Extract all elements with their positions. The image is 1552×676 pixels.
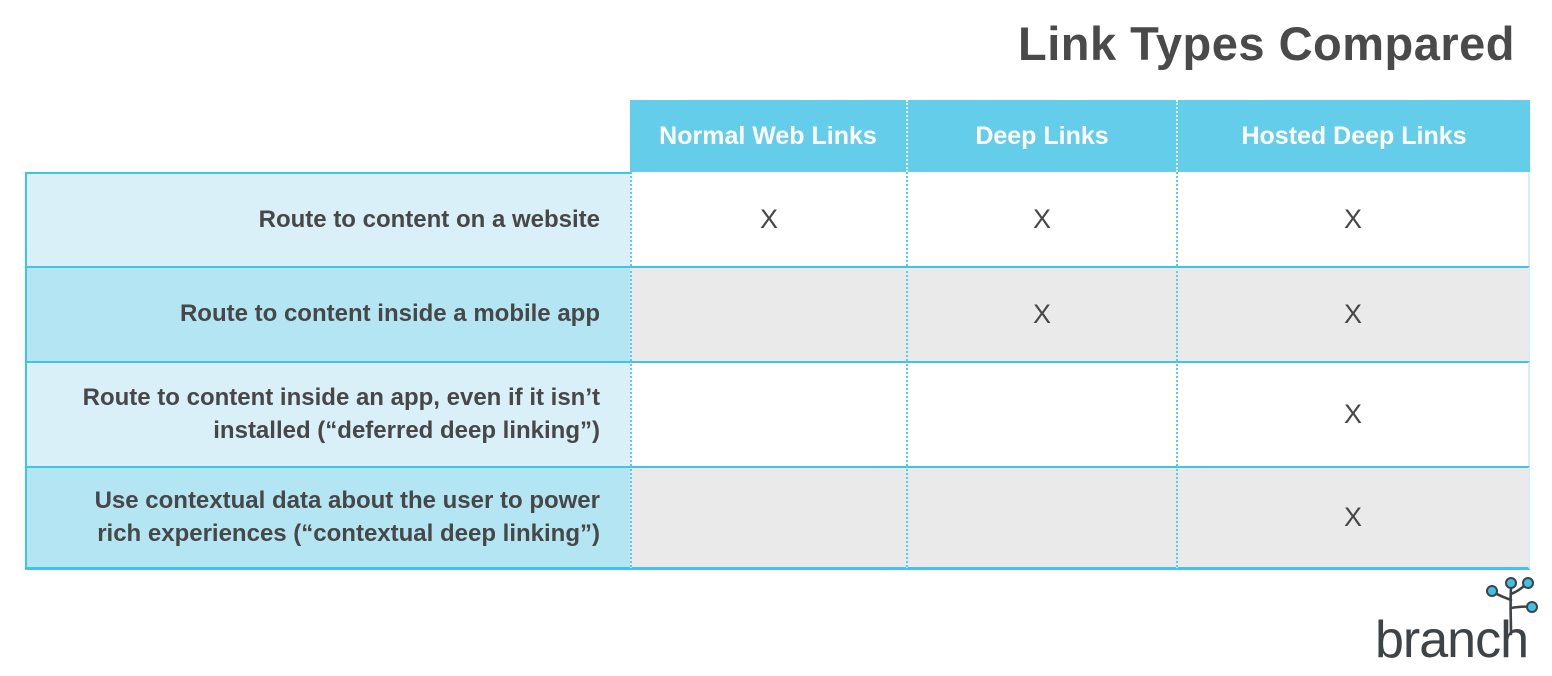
table-cell: X — [1176, 172, 1530, 266]
page-title: Link Types Compared — [1017, 17, 1515, 70]
table-corner-spacer — [25, 100, 630, 172]
table-cell — [630, 266, 906, 361]
table-cell: X — [630, 172, 906, 266]
table-cell — [906, 361, 1176, 466]
table-cell — [906, 466, 1176, 570]
table-cell — [630, 361, 906, 466]
column-header-deep-links: Deep Links — [906, 100, 1176, 172]
table-cell: X — [1176, 466, 1530, 570]
row-label-route-mobile-app: Route to content inside a mobile app — [25, 266, 630, 361]
column-header-normal-web-links: Normal Web Links — [630, 100, 906, 172]
branch-sprout-icon — [1486, 577, 1538, 636]
row-label-contextual-deep-linking: Use contextual data about the user to po… — [25, 466, 630, 570]
table-cell: X — [906, 266, 1176, 361]
branch-logo-text: branch — [1375, 611, 1529, 669]
table-cell: X — [1176, 361, 1530, 466]
row-label-deferred-deep-linking: Route to content inside an app, even if … — [25, 361, 630, 466]
row-label-route-website: Route to content on a website — [25, 172, 630, 266]
comparison-table: Normal Web Links Deep Links Hosted Deep … — [25, 100, 1530, 570]
table-cell — [630, 466, 906, 570]
column-header-hosted-deep-links: Hosted Deep Links — [1176, 100, 1530, 172]
table-cell: X — [1176, 266, 1530, 361]
branch-logo: branch — [1375, 577, 1538, 669]
table-cell: X — [906, 172, 1176, 266]
